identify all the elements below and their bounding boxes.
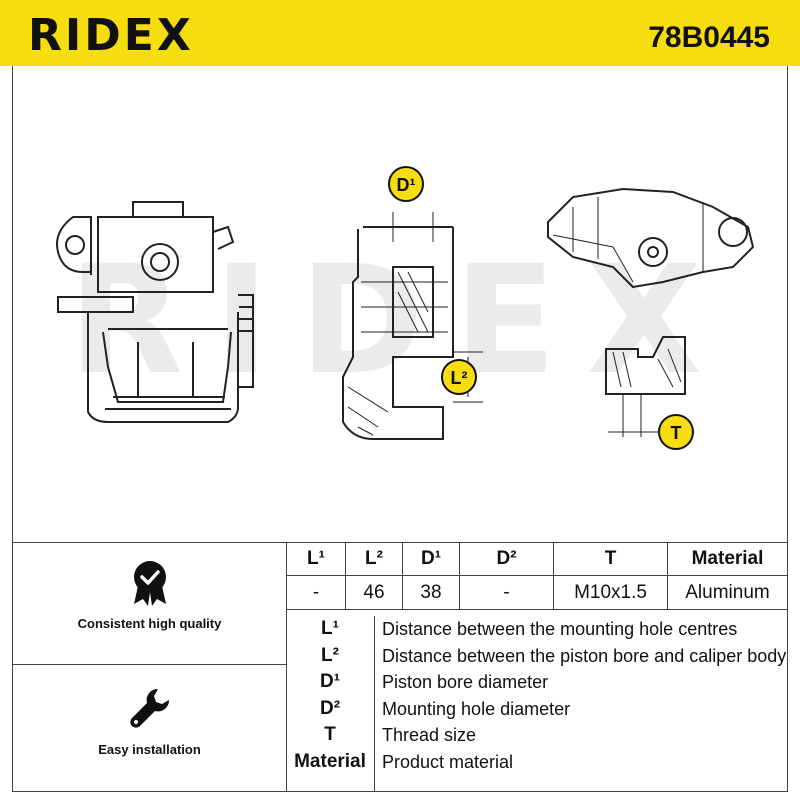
badge-l2: L²	[441, 359, 477, 395]
spec-header: L²	[345, 542, 403, 576]
feature-installation-label: Easy installation	[98, 742, 201, 757]
legend-row: D² Mounting hole diameter	[286, 696, 788, 723]
legend-divider	[374, 616, 375, 792]
brand-logo: RIDEX	[28, 10, 194, 61]
spec-value-row: - 46 38 - M10x1.5 Aluminum	[286, 575, 788, 610]
divider-top-left	[12, 542, 286, 543]
caliper-front-view	[56, 201, 254, 423]
feature-installation: Easy installation	[13, 686, 286, 757]
spec-table: L¹ L² D¹ D² T Material - 46 38 - M10x1.5…	[286, 542, 788, 610]
spec-value: 38	[402, 575, 460, 610]
spec-header: D¹	[402, 542, 460, 576]
spec-header: D²	[459, 542, 554, 576]
legend-key: L¹	[321, 618, 339, 639]
legend-row: T Thread size	[286, 722, 788, 749]
legend-row: Material Product material	[286, 749, 788, 776]
divider-vertical	[286, 542, 287, 792]
spec-header-row: L¹ L² D¹ D² T Material	[286, 542, 788, 576]
feature-quality-label: Consistent high quality	[77, 616, 222, 631]
legend-row: D¹ Piston bore diameter	[286, 669, 788, 696]
legend-key: T	[324, 724, 336, 746]
legend-key: L²	[321, 644, 339, 666]
legend-row: L² Distance between the piston bore and …	[286, 643, 788, 670]
spec-header: Material	[667, 542, 788, 576]
badge-d1-text: D¹	[397, 175, 416, 195]
caliper-side-view	[547, 187, 755, 289]
spec-value: 46	[345, 575, 403, 610]
wrench-icon	[129, 688, 169, 728]
spec-value: Aluminum	[667, 575, 788, 610]
header-bar: RIDEX 78B0445	[0, 0, 800, 66]
legend-desc: Piston bore diameter	[382, 672, 549, 693]
dimension-legend: L¹ Distance between the mounting hole ce…	[286, 616, 788, 776]
badge-d1: D¹	[388, 166, 424, 202]
legend-desc: Product material	[382, 751, 514, 772]
legend-desc: Mounting hole diameter	[382, 698, 571, 719]
legend-desc: Thread size	[382, 725, 477, 746]
badge-t: T	[658, 414, 694, 450]
feature-quality: Consistent high quality	[13, 560, 286, 631]
spec-value: -	[286, 575, 346, 610]
caliper-technical-drawing: RIDEX	[56, 166, 755, 450]
quality-badge-icon	[133, 561, 166, 606]
spec-header: L¹	[286, 542, 346, 576]
legend-row: L¹ Distance between the mounting hole ce…	[286, 616, 788, 643]
spec-value: M10x1.5	[553, 575, 668, 610]
content-frame	[12, 66, 788, 792]
legend-key: Material	[294, 750, 366, 772]
legend-desc: Distance between the piston bore and cal…	[382, 645, 787, 666]
mounting-hole-section	[605, 336, 686, 437]
badge-t-text: T	[671, 423, 682, 443]
legend-key: D¹	[319, 671, 341, 693]
part-number: 78B0445	[648, 21, 770, 54]
spec-header: T	[553, 542, 668, 576]
divider-mid-left	[12, 664, 286, 665]
watermark-text: RIDEX	[68, 234, 732, 408]
spec-value: -	[459, 575, 554, 610]
legend-desc: Distance between the mounting hole centr…	[382, 619, 738, 639]
badge-l2-text: L²	[451, 368, 468, 388]
legend-key: D²	[319, 697, 341, 719]
